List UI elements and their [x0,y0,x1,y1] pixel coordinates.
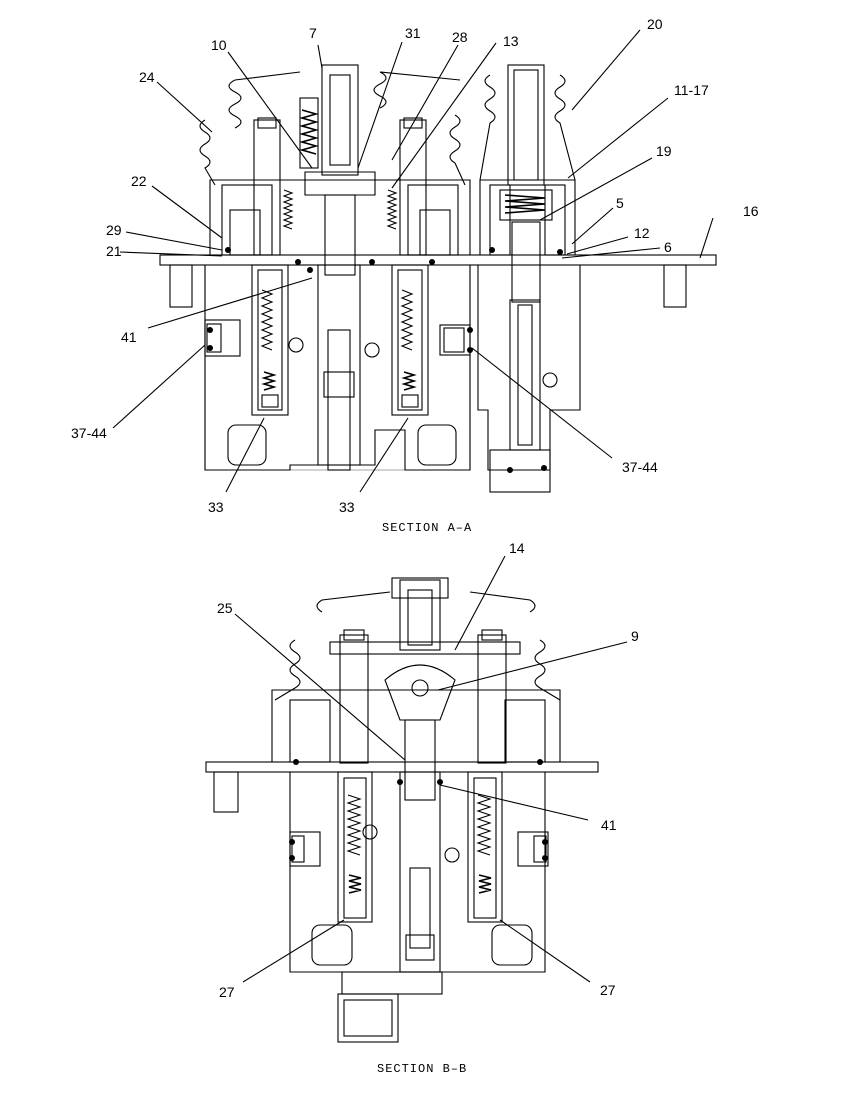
section-b-callouts: 14 25 9 41 27 27 SECTION B–B [217,540,639,1076]
callout-10: 10 [211,37,227,53]
section-a-callouts: 7 10 31 28 13 20 24 11-17 19 22 5 16 29 … [71,16,759,535]
callout-27-left: 27 [219,984,235,1000]
section-a-drawing [159,64,717,493]
callout-41: 41 [121,329,137,345]
callout-14: 14 [509,540,525,556]
callout-7: 7 [309,25,317,41]
callout-33-right: 33 [339,499,355,515]
callout-27-right: 27 [600,982,616,998]
callout-11-17: 11-17 [674,82,709,98]
section-b-drawing [205,577,599,1043]
callout-5: 5 [616,195,624,211]
callout-6: 6 [664,239,672,255]
callout-37-44-right: 37-44 [622,459,658,475]
callout-19: 19 [656,143,672,159]
callout-12: 12 [634,225,650,241]
section-b-caption: SECTION B–B [377,1062,467,1076]
callout-13: 13 [503,33,519,49]
callout-21: 21 [106,243,122,259]
callout-28: 28 [452,29,468,45]
callout-29: 29 [106,222,122,238]
section-b-leaders [234,555,628,983]
callout-31: 31 [405,25,421,41]
callout-33-left: 33 [208,499,224,515]
callout-20: 20 [647,16,663,32]
section-a-caption: SECTION A–A [382,521,472,535]
callout-41-b: 41 [601,817,617,833]
callout-16: 16 [743,203,759,219]
callout-25: 25 [217,600,233,616]
callout-9: 9 [631,628,639,644]
section-a-leaders [112,29,714,493]
callout-24: 24 [139,69,155,85]
callout-37-44-left: 37-44 [71,425,107,441]
callout-22: 22 [131,173,147,189]
